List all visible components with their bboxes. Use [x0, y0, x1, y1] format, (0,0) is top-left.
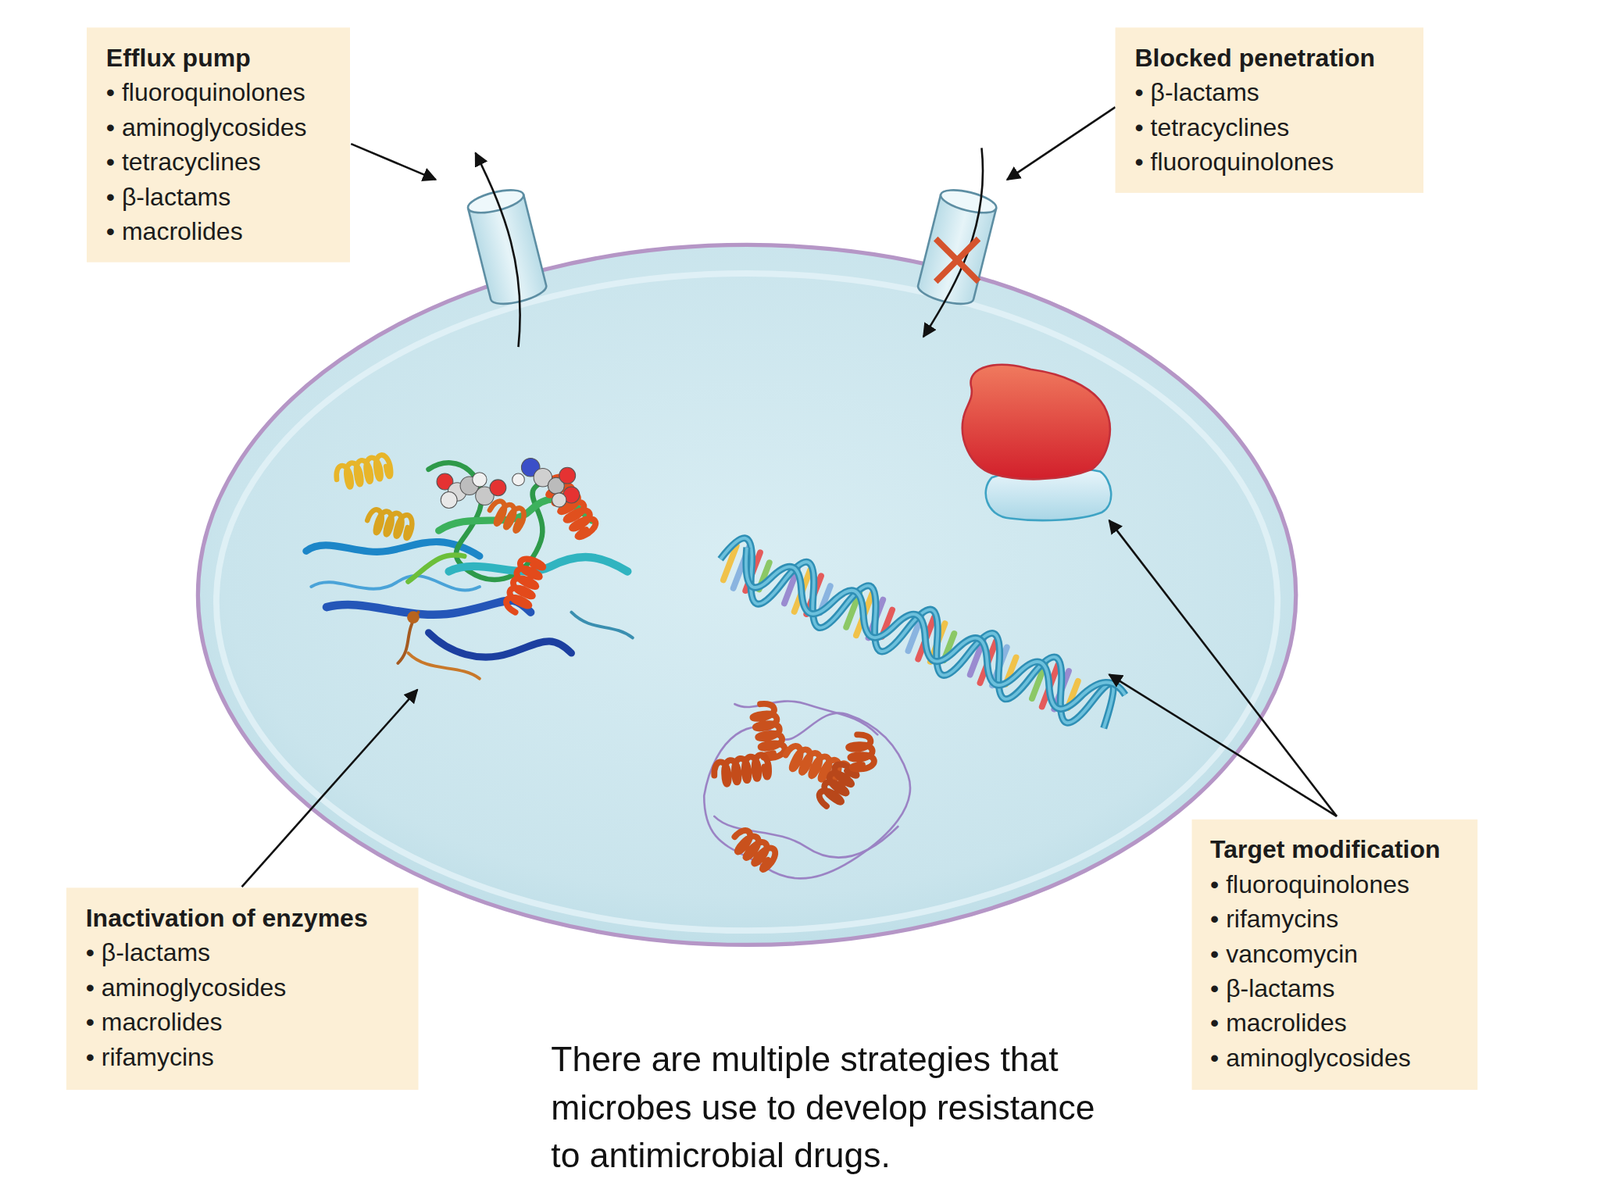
box-heading: Blocked penetration	[1134, 40, 1404, 75]
illustration-part	[503, 556, 545, 616]
drug-item: • β-lactams	[1134, 75, 1404, 111]
illustration-part	[846, 732, 876, 772]
ribosome	[962, 364, 1111, 521]
drug-item: • rifamycins	[85, 1039, 400, 1075]
illustration-part	[938, 185, 999, 218]
efflux-arrow	[475, 153, 521, 347]
drug-item: • fluoroquinolones	[1134, 144, 1404, 179]
drug-item: • aminoglycosides	[85, 970, 400, 1005]
illustration-part	[728, 826, 779, 872]
illustration-part	[489, 479, 507, 497]
drug-item: • macrolides	[85, 1005, 400, 1040]
box-heading: Target modification	[1210, 832, 1460, 868]
drug-item: • rifamycins	[1210, 902, 1460, 937]
leader-arrows	[242, 107, 1337, 887]
drug-item: • β-lactams	[1210, 971, 1460, 1006]
mechanism-box: Target modification• fluoroquinolones• r…	[1192, 819, 1479, 1090]
drug-item: • macrolides	[106, 214, 331, 249]
illustration-part	[197, 244, 1296, 945]
illustration-part	[428, 632, 572, 658]
mechanism-box: Efflux pump• fluoroquinolones• aminoglyc…	[86, 27, 350, 262]
illustration-part	[552, 492, 567, 508]
drug-item: • aminoglycosides	[106, 110, 331, 145]
illustration-part	[712, 753, 772, 786]
illustration-part	[465, 185, 526, 218]
illustration-part	[935, 239, 979, 283]
drug-item: • tetracyclines	[1134, 110, 1404, 145]
box-heading: Efflux pump	[106, 40, 331, 75]
illustration-part	[750, 700, 787, 761]
illustration-part	[1007, 107, 1115, 180]
illustration-part	[472, 472, 487, 487]
illustration-part	[407, 555, 465, 583]
drug-item: • macrolides	[1210, 1006, 1460, 1041]
illustration-part	[703, 713, 911, 879]
drug-item: • fluoroquinolones	[1210, 867, 1460, 902]
drug-item: • tetracyclines	[106, 144, 331, 179]
illustration-part	[310, 575, 480, 591]
illustration-part	[326, 600, 531, 615]
efflux-pump-channel	[465, 185, 549, 309]
illustration-part	[350, 143, 436, 180]
mechanism-box: Inactivation of enzymes• β-lactams• amin…	[66, 887, 419, 1090]
illustration-part	[407, 610, 420, 624]
mechanism-box: Blocked penetration• β-lactams• tetracyc…	[1115, 27, 1424, 193]
caption: There are multiple strategies that micro…	[550, 1035, 1111, 1180]
illustration-part	[962, 364, 1111, 480]
box-heading: Inactivation of enzymes	[85, 900, 400, 936]
drug-item: • β-lactams	[85, 935, 400, 971]
ligand-spheres	[436, 457, 580, 508]
penetration-arrow	[923, 147, 983, 337]
illustration-part	[242, 689, 418, 887]
illustration-part	[485, 498, 527, 533]
illustration-part	[1109, 520, 1337, 817]
illustration-part	[440, 492, 458, 509]
drug-item: • fluoroquinolones	[106, 75, 331, 111]
illustration-part	[216, 273, 1278, 931]
drug-item: • aminoglycosides	[1210, 1040, 1460, 1075]
enzyme-protein	[306, 453, 633, 679]
drug-item: • β-lactams	[106, 179, 331, 215]
target-protein	[703, 700, 911, 879]
blocked-channel	[915, 185, 999, 309]
illustration-part	[1109, 674, 1337, 817]
drug-item: • vancomycin	[1210, 936, 1460, 972]
blocked-cross	[935, 239, 979, 283]
illustration-part	[365, 508, 415, 540]
illustration-part	[512, 473, 525, 486]
cell	[197, 244, 1296, 945]
illustration-part	[407, 653, 479, 679]
illustration-part	[935, 239, 979, 283]
illustration-part	[559, 467, 576, 484]
illustration-part	[571, 612, 633, 639]
illustration-part	[721, 542, 1082, 716]
illustration-part	[333, 453, 393, 490]
